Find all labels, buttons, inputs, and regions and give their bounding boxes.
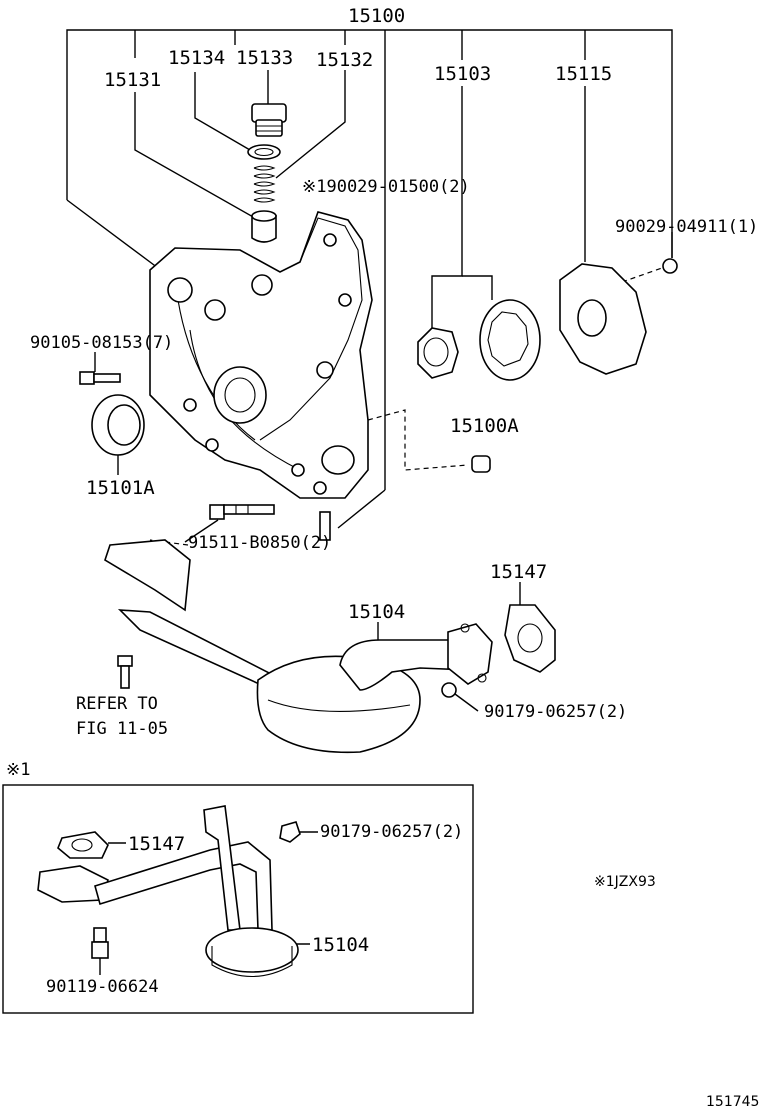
label-15115: 15115 [555, 63, 612, 85]
label-fig-11-05: FIG 11-05 [76, 719, 168, 739]
screw-90029 [662, 258, 678, 274]
label-90029-04911: 90029-04911(1) [615, 217, 758, 237]
label-15104-inset: 15104 [312, 934, 369, 956]
label-15134: 15134 [168, 47, 225, 69]
label-note-text: ※1JZX93 [594, 874, 656, 890]
oil-pump-housing [149, 211, 373, 499]
relief-valve-gasket [247, 144, 281, 160]
nut-90179-top [441, 682, 457, 698]
strainer-flange [447, 623, 493, 685]
oil-strainer [117, 609, 476, 754]
oil-seal [91, 394, 145, 456]
label-15133: 15133 [236, 47, 293, 69]
label-15100: 15100 [348, 5, 405, 27]
pump-cover [559, 263, 647, 375]
label-15101A: 15101A [86, 477, 155, 499]
label-note-mark: ※1 [6, 760, 30, 780]
label-15147-inset: 15147 [128, 833, 185, 855]
relief-valve [251, 210, 277, 243]
label-90179-06257-inset: 90179-06257(2) [320, 822, 463, 842]
relief-valve-spring [253, 165, 276, 203]
driven-rotor [479, 299, 541, 381]
plug-15100A [471, 455, 491, 473]
label-91511-B0850: 91511-B0850(2) [188, 533, 331, 553]
label-90119-06624: 90119-06624 [46, 977, 159, 997]
label-90105-08153: 90105-08153(7) [30, 333, 173, 353]
bolt-90105 [79, 371, 121, 385]
bolt-91511 [209, 504, 275, 520]
leader-lines [66, 29, 673, 975]
relief-valve-plug [251, 103, 287, 137]
drive-rotor [417, 327, 459, 379]
refer-bolt [117, 655, 133, 689]
stud-bolt [319, 511, 331, 541]
part-labels: 15100 15134 15133 15132 15131 15103 1511… [6, 5, 759, 1110]
label-refer-to: REFER TO [76, 694, 158, 714]
label-15132: 15132 [316, 49, 373, 71]
figure-number: 151745 [706, 1094, 759, 1110]
variant-inset [2, 784, 474, 1014]
label-15131: 15131 [104, 69, 161, 91]
gasket-15147-top [504, 604, 556, 673]
baffle-plate [104, 539, 191, 612]
label-15100A: 15100A [450, 415, 519, 437]
label-90029-01500: ※190029-01500(2) [302, 177, 470, 197]
label-15147-top: 15147 [490, 561, 547, 583]
label-15104-top: 15104 [348, 601, 405, 623]
label-90179-06257-top: 90179-06257(2) [484, 702, 627, 722]
label-15103: 15103 [434, 63, 491, 85]
